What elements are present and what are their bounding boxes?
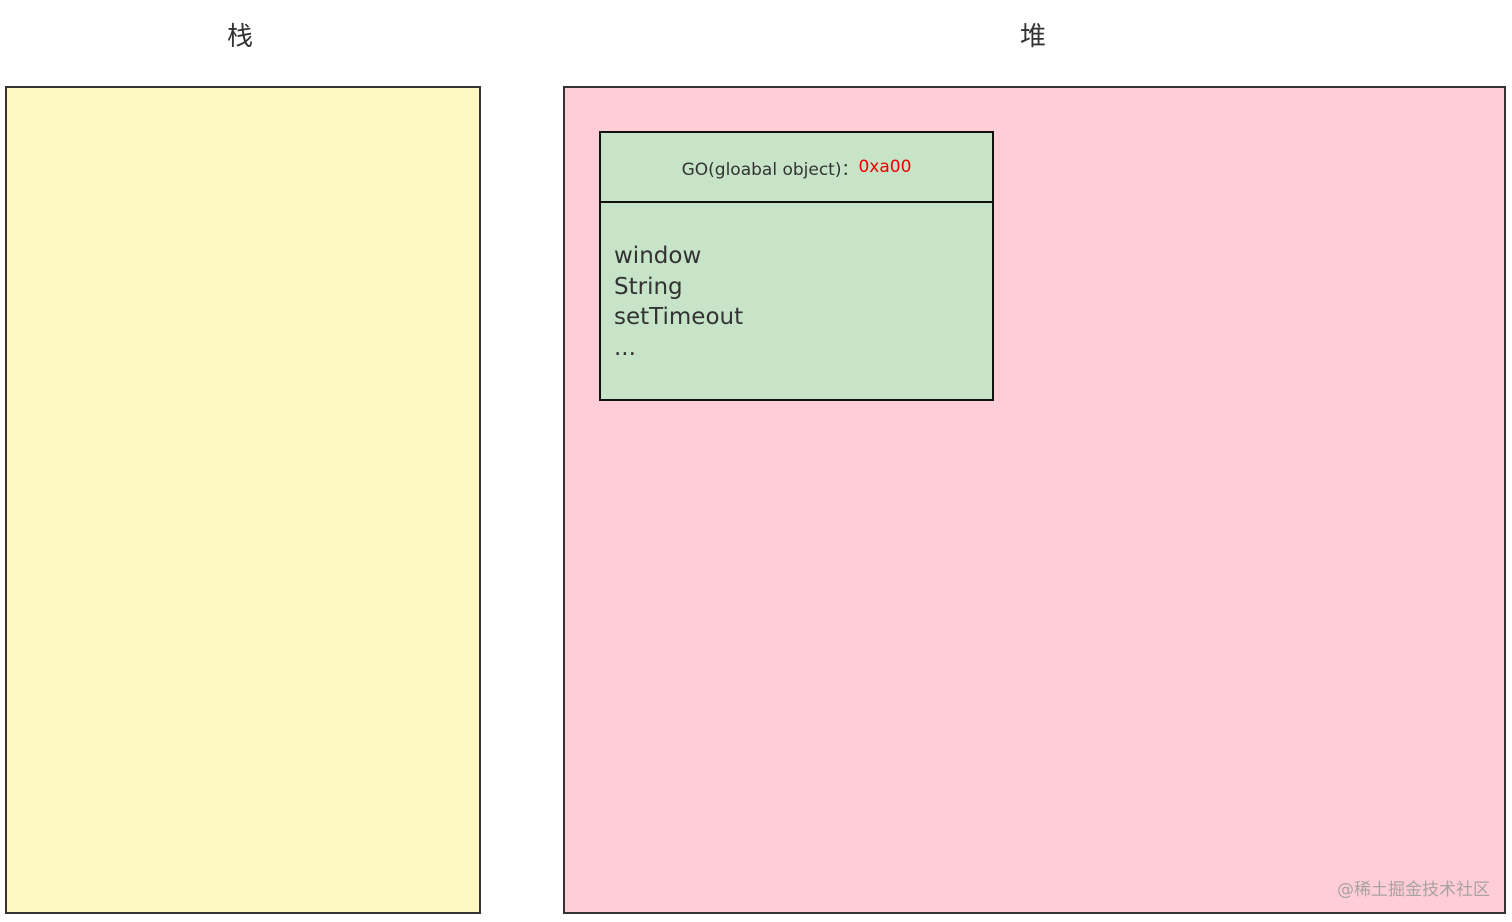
member-window: window [614, 243, 702, 269]
watermark: @稀土掘金技术社区 [1337, 880, 1490, 900]
global-object-box: GO(gloabal object)：0xa00 window String s… [599, 131, 994, 401]
stack-region [5, 86, 481, 914]
global-object-label: GO(gloabal object)： [681, 159, 859, 180]
heap-region: GO(gloabal object)：0xa00 window String s… [563, 86, 1506, 914]
global-object-header: GO(gloabal object)：0xa00 [601, 133, 992, 203]
heap-title: 堆 [1019, 22, 1046, 52]
member-string: String [614, 273, 683, 300]
member-ellipsis: ... [614, 334, 636, 361]
stack-title: 栈 [226, 22, 253, 52]
global-object-address: 0xa00 [858, 157, 912, 177]
member-settimeout: setTimeout [614, 304, 744, 330]
global-object-members: window String setTimeout ... [601, 203, 992, 363]
